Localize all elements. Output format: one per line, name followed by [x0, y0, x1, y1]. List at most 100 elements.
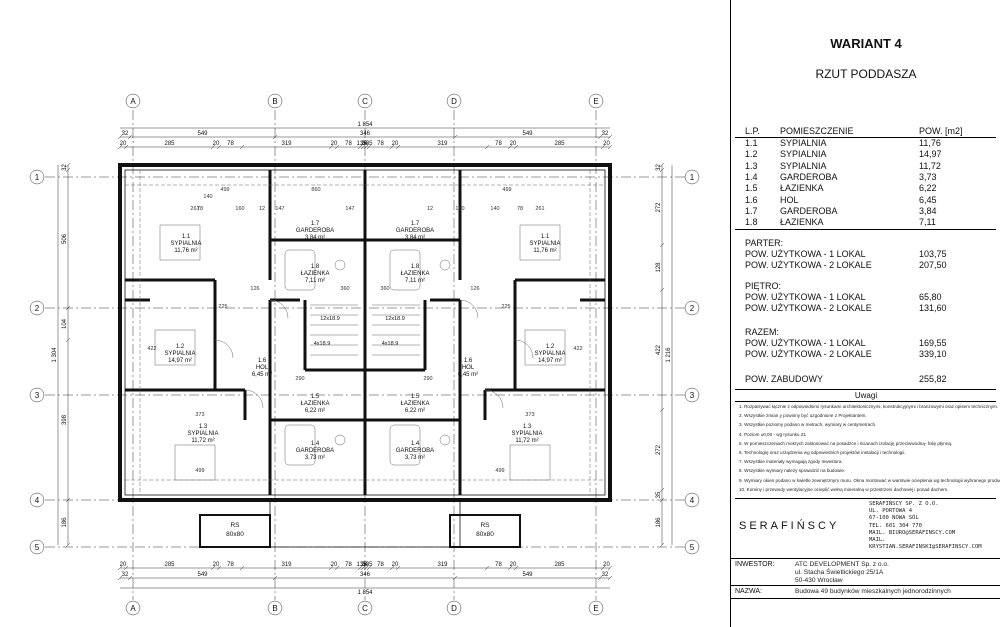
axis-label: A: [130, 97, 136, 106]
company-line: UL. PORTOWA 4: [869, 508, 913, 515]
axis-label: 3: [35, 391, 40, 400]
axis-bubble: [357, 600, 373, 616]
chimney: [449, 514, 521, 548]
inner-dim-label: 12: [259, 206, 265, 212]
chimney-label: RS: [230, 522, 240, 529]
room-id: 1.6: [464, 358, 473, 364]
room-name: GARDEROBA: [296, 228, 334, 234]
room-name: SYPIALNIA: [780, 160, 827, 171]
project-name-value: Budowa 49 budynków mieszkalnych jednorod…: [795, 588, 951, 595]
bed: [519, 224, 561, 261]
axis-bubble: [357, 93, 373, 109]
note-item: 8. Wszystkie wymiary należy sprawdzić na…: [739, 468, 846, 474]
room-area: 14,97: [919, 149, 942, 160]
room-lp: 1.5: [745, 183, 758, 194]
inner-dim-label: 360: [380, 286, 389, 292]
room-area: 6,45: [919, 194, 937, 205]
room-name: GARDEROBA: [396, 448, 434, 454]
dim-tick: [389, 144, 395, 150]
note-item: 9. Wymiary okien podano w świetle zewnęt…: [739, 477, 1000, 483]
dim-tick: [127, 575, 133, 581]
investor-label: INWESTOR:: [735, 561, 775, 568]
room-area: 3,84 m²: [405, 235, 425, 241]
axis-bubble: [29, 300, 45, 316]
investor-line: 50-430 Wrocław: [795, 577, 843, 584]
dim-label: 20: [331, 562, 338, 568]
dim-tick: [357, 565, 363, 571]
dim-label: 186: [62, 517, 68, 528]
company-line: TEL. 601 304 770: [869, 522, 922, 529]
dim-tick: [659, 497, 665, 503]
dim-tick: [659, 287, 665, 293]
room-area: 6,22 m²: [305, 408, 325, 414]
room-name: HOL: [462, 365, 475, 371]
axis-bubble: [29, 539, 45, 555]
summary-row-label: POW. UŻYTKOWA - 2 LOKALE: [745, 303, 872, 313]
drawing-subtitle: RZUT PODDASZA: [815, 67, 917, 81]
company-line: MAIL. KRYSTIAN.SERAFINSKI@SERAFINSCY.COM: [869, 537, 982, 551]
axis-bubble: [267, 600, 283, 616]
summary-row-label: POW. UŻYTKOWA - 2 LOKALE: [745, 349, 872, 359]
dim-tick: [395, 565, 401, 571]
axis-label: 5: [690, 543, 695, 552]
bed: [154, 329, 196, 366]
door-swing: [269, 299, 289, 319]
fixtures: [125, 170, 605, 495]
room-id: 1.3: [523, 424, 532, 430]
room-area: 6,22 m²: [405, 408, 425, 414]
dim-label: 135: [356, 562, 367, 568]
dim-tick: [360, 144, 366, 150]
dim-label: 32: [602, 131, 609, 137]
bed: [524, 329, 566, 366]
chimney-label: RS: [480, 522, 490, 529]
room-lp: 1.1: [745, 138, 758, 148]
col-lp-header: L.P.: [745, 126, 760, 136]
dim-label: 135: [362, 141, 373, 147]
axis-bubble: [125, 93, 141, 109]
room-name: GARDEROBA: [780, 171, 838, 182]
dim-tick: [328, 565, 334, 571]
footprint-label: POW. ZABUDOWY: [745, 374, 824, 384]
room-id: 1.5: [411, 394, 420, 400]
dim-tick: [363, 565, 369, 571]
dim-label: 78: [345, 562, 352, 568]
dim-tick: [600, 565, 606, 571]
dim-tick: [507, 565, 513, 571]
company-line: 67-100 NOWA SÓL: [869, 515, 919, 522]
axis-label: B: [272, 97, 277, 106]
room-lp: 1.2: [745, 149, 758, 160]
dim-tick: [239, 144, 245, 150]
dim-tick: [334, 144, 340, 150]
axis-label: 2: [35, 304, 40, 313]
summary-row-value: 169,55: [919, 338, 947, 348]
dim-tick: [328, 144, 334, 150]
door-swing: [484, 389, 504, 409]
summary-row-label: POW. UŻYTKOWA - 1 LOKAL: [745, 249, 866, 259]
dim-tick: [210, 144, 216, 150]
inner-dim-label: 126: [250, 286, 259, 292]
room-area: 11,72 m²: [191, 438, 214, 444]
axis-bubble: [29, 492, 45, 508]
inner-dim-label: 261: [190, 206, 199, 212]
divider: [735, 229, 996, 230]
room-id: 1.7: [311, 221, 320, 227]
room-name: SYPIALNIA: [170, 241, 201, 247]
room-area: 3,84 m²: [305, 235, 325, 241]
notes-title: Uwagi: [854, 391, 878, 400]
room-area: 7,11 m²: [405, 278, 425, 284]
inner-dim-label: 78: [197, 206, 203, 212]
summary-row-value: 207,50: [919, 260, 947, 270]
chimney-size: 80x80: [226, 531, 244, 538]
dim-label: 104: [62, 318, 68, 329]
inner-dim-label: 373: [195, 412, 204, 418]
dim-tick: [607, 144, 613, 150]
total-dim-label: 1 854: [357, 122, 373, 128]
bathtub: [389, 249, 421, 291]
dim-tick: [123, 565, 129, 571]
axis-label: 2: [690, 304, 695, 313]
room-area: 6,45 m²: [252, 372, 272, 378]
dim-label: 319: [437, 562, 448, 568]
total-dim-label: 1 854: [357, 590, 373, 596]
room-id: 1.1: [541, 234, 550, 240]
